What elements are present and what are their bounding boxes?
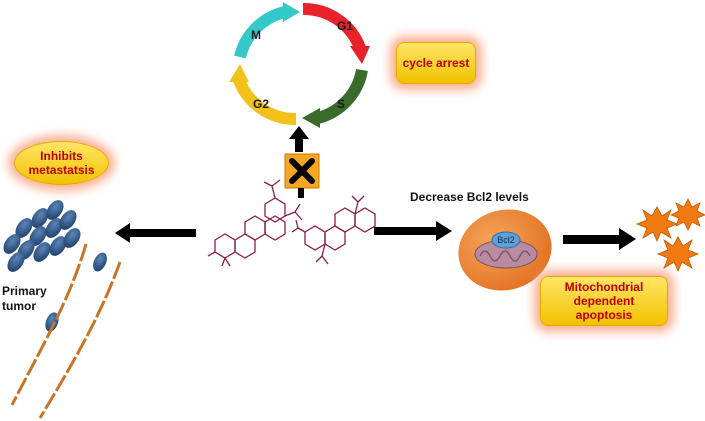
- apoptotic-cell: [458, 209, 552, 291]
- inhibits-label-line2: metastatsis: [28, 163, 95, 177]
- triterpenoid-molecule-1: [207, 179, 303, 267]
- g2-phase-arrow: [233, 77, 297, 126]
- inhibits-label-line1: Inhibits: [40, 149, 83, 163]
- blocked-x-icon: [284, 153, 320, 189]
- g2-phase-arrowhead: [229, 64, 249, 82]
- cycle-arrest-badge: cycle arrest: [396, 42, 476, 84]
- m-phase-arrow: [234, 6, 287, 59]
- inhibits-metastasis-badge: Inhibits metastatsis: [14, 141, 109, 185]
- g1-phase-arrow: [302, 2, 366, 51]
- m-phase-arrowhead: [283, 2, 300, 22]
- starburst-icon: [635, 206, 679, 242]
- decrease-bcl2-label: Decrease Bcl2 levels: [410, 190, 529, 204]
- phase-label-m: M: [251, 28, 261, 42]
- tumor-cell-cluster: [3, 200, 107, 332]
- starburst-icon: [656, 236, 700, 272]
- g1-phase-arrowhead: [350, 46, 370, 64]
- bcl2-marker: [491, 231, 521, 249]
- s-phase-arrowhead: [302, 108, 320, 128]
- primary-tumor-label: Primary tumor: [2, 284, 47, 314]
- phase-label-s: S: [337, 97, 345, 111]
- mitochondrial-apoptosis-badge: Mitochondrial dependent apoptosis: [540, 276, 668, 326]
- mito-label-line3: apoptosis: [575, 308, 633, 322]
- bcl2-label: Bcl2: [497, 235, 515, 245]
- apoptosis-arrow: [563, 228, 636, 250]
- cycle-arrest-label: cycle arrest: [402, 56, 470, 70]
- bcl2-arrow: [374, 221, 452, 241]
- blood-vessel-strands: [10, 243, 122, 419]
- primary-tumor-line1: Primary: [2, 284, 47, 298]
- primary-tumor-line2: tumor: [2, 299, 36, 313]
- mito-label-line1: Mitochondrial: [564, 280, 644, 294]
- s-phase-arrow: [316, 68, 368, 124]
- phase-label-g2: G2: [253, 97, 269, 111]
- cell-cycle-ring: [229, 2, 370, 128]
- triterpenoid-molecule-2: [291, 195, 376, 265]
- metastasis-arrow: [115, 223, 196, 243]
- phase-label-g1: G1: [337, 19, 353, 33]
- apoptosis-starburst-icons: [635, 198, 705, 272]
- starburst-icon: [670, 198, 705, 231]
- block-to-cycle-arrow: [289, 126, 309, 152]
- block-stem: [298, 188, 304, 198]
- mito-label-line2: dependent: [573, 294, 635, 308]
